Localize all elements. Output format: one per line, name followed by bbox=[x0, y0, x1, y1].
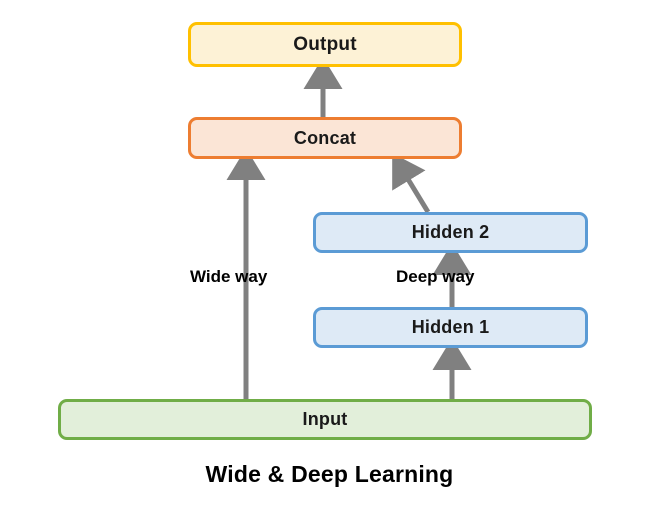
node-output: Output bbox=[188, 22, 462, 67]
node-hidden-2-label: Hidden 2 bbox=[411, 222, 490, 242]
diagram-title: Wide & Deep Learning bbox=[205, 461, 454, 487]
node-output-label: Output bbox=[293, 33, 357, 55]
node-input-label: Input bbox=[302, 409, 348, 429]
node-concat: Concat bbox=[188, 117, 462, 159]
edge-label-wide-way: Wide way bbox=[190, 267, 268, 286]
node-input: Input bbox=[58, 399, 592, 440]
arrow-hidden2-to-concat bbox=[392, 153, 431, 214]
edge-label-deep-way: Deep way bbox=[396, 267, 475, 286]
node-concat-label: Concat bbox=[293, 127, 357, 148]
node-hidden-1: Hidden 1 bbox=[313, 307, 588, 348]
node-hidden-2: Hidden 2 bbox=[313, 212, 588, 253]
node-hidden-1-label: Hidden 1 bbox=[411, 317, 490, 337]
